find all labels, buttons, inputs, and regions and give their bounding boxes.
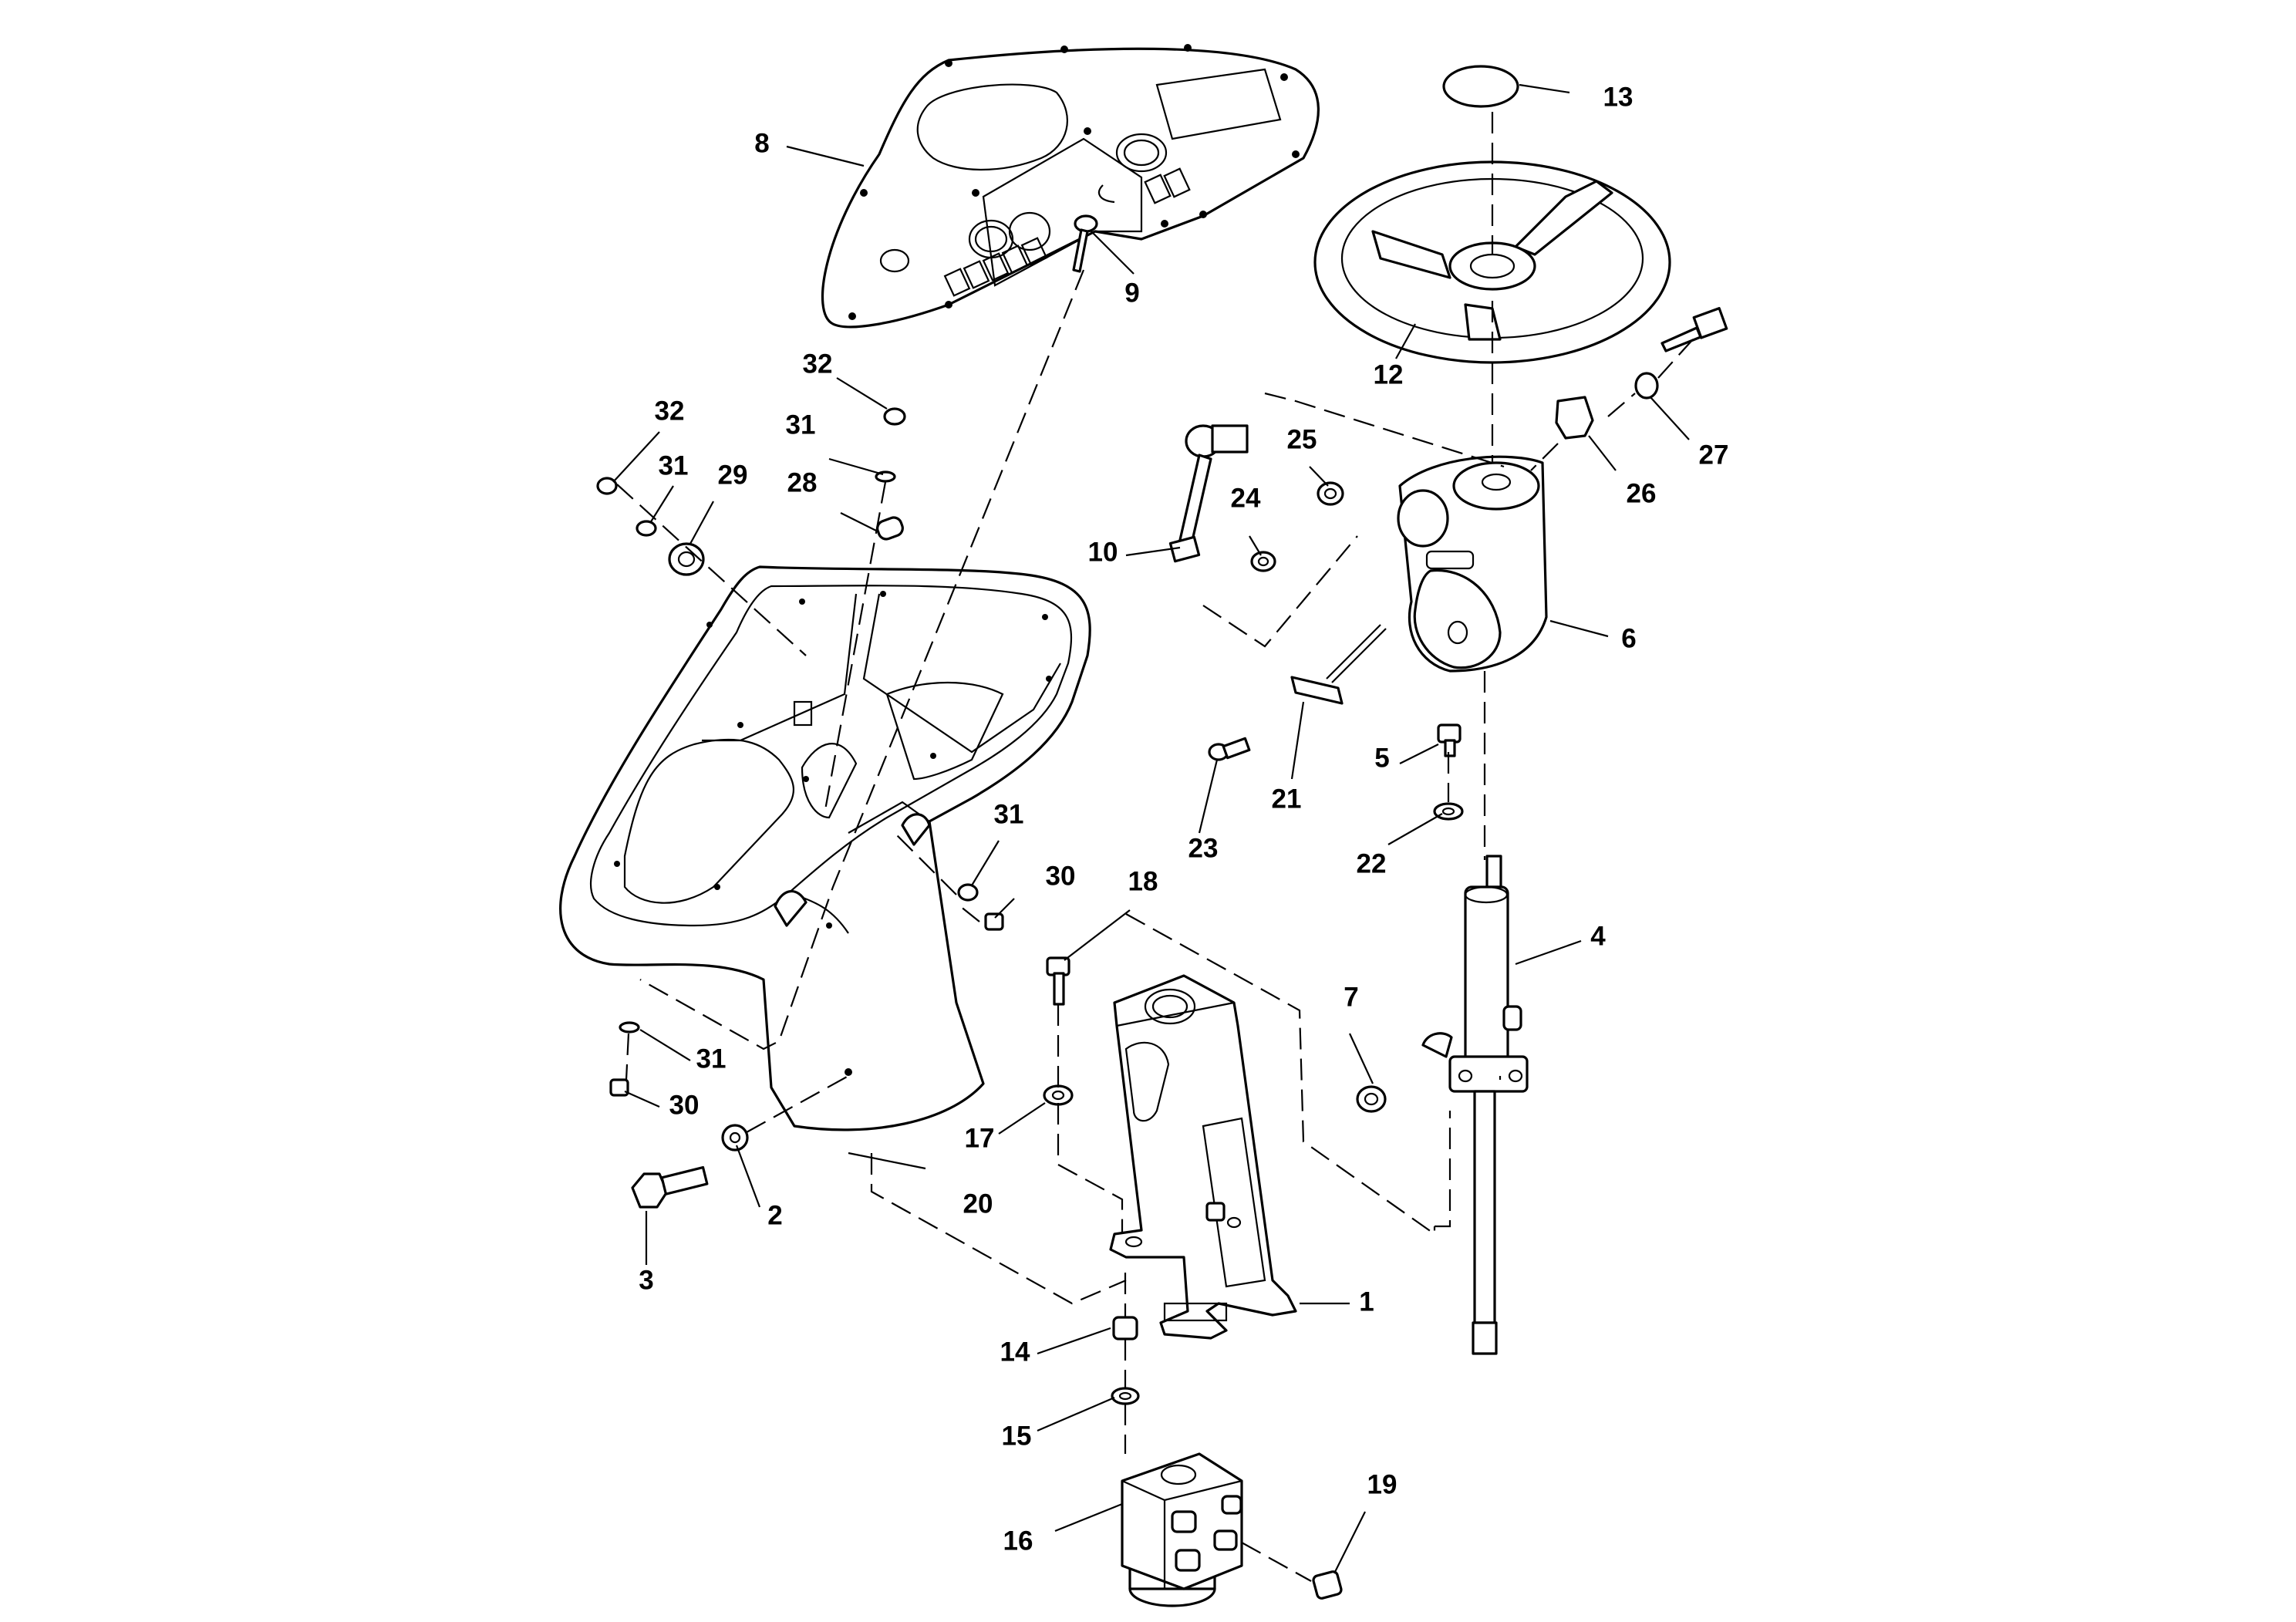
callout-9: 9 — [1124, 278, 1139, 308]
part-4-steering-shaft — [1421, 855, 1529, 1355]
part-20-console-shroud — [559, 565, 1091, 1131]
part-7-nut — [1356, 1085, 1387, 1113]
callout-18: 18 — [1128, 866, 1158, 896]
part-15-washer — [1111, 1387, 1140, 1405]
part-1-support-bracket — [1109, 974, 1297, 1340]
part-29-grommet — [668, 542, 705, 576]
callout-2: 2 — [767, 1200, 782, 1230]
callout-32a: 32 — [803, 349, 833, 379]
callout-31b: 31 — [659, 450, 689, 481]
part-14-bushing — [1112, 1316, 1138, 1340]
callout-32b: 32 — [655, 396, 685, 426]
callout-labels: 1 2 3 4 5 6 7 8 9 10 12 13 14 15 16 17 1… — [639, 82, 1728, 1556]
callout-14: 14 — [1000, 1337, 1030, 1367]
key-icon — [1660, 307, 1728, 352]
part-21-shaft-plate — [1290, 624, 1387, 705]
callout-1: 1 — [1359, 1286, 1374, 1317]
part-26-bezel — [1555, 396, 1594, 440]
part-3-bolt — [631, 1165, 709, 1209]
part-31-washer-left — [636, 520, 657, 537]
callout-27: 27 — [1699, 440, 1729, 470]
part-25-nut — [1317, 481, 1344, 506]
part-28-spring — [876, 516, 904, 541]
part-22-washer — [1433, 802, 1464, 821]
callout-22: 22 — [1357, 848, 1387, 878]
part-9-screw — [1072, 214, 1098, 273]
assembly-dashed-lines — [616, 112, 1694, 1582]
callout-31c: 31 — [994, 799, 1024, 829]
callout-8: 8 — [754, 128, 769, 158]
callout-17: 17 — [965, 1123, 995, 1153]
callout-20: 20 — [963, 1189, 993, 1219]
part-13-cap — [1442, 65, 1519, 108]
part-18-bolt — [1046, 956, 1070, 1006]
part-2-washer — [721, 1124, 749, 1152]
callout-7: 7 — [1344, 982, 1358, 1012]
callout-12: 12 — [1374, 359, 1404, 389]
part-30-screw-right — [984, 912, 1004, 931]
part-10-ignition-switch — [1168, 424, 1249, 563]
callout-6: 6 — [1621, 623, 1636, 653]
callout-23: 23 — [1188, 833, 1219, 863]
part-30-screw-lower — [609, 1078, 629, 1097]
part-5-bolt — [1437, 723, 1462, 757]
callout-4: 4 — [1590, 921, 1606, 951]
callout-19: 19 — [1367, 1469, 1397, 1499]
part-12-steering-wheel — [1313, 160, 1671, 364]
part-8-dashboard-panel — [821, 44, 1320, 329]
part-17-washer — [1043, 1084, 1074, 1106]
part-16-steering-valve — [1121, 1452, 1243, 1607]
callout-10: 10 — [1088, 537, 1118, 567]
callout-28: 28 — [787, 467, 818, 497]
part-27-washer — [1634, 372, 1659, 400]
callout-15: 15 — [1002, 1421, 1032, 1451]
part-31-washer-lower — [619, 1021, 640, 1034]
part-32-nut-left — [596, 477, 618, 495]
callout-16: 16 — [1003, 1526, 1033, 1556]
callout-21: 21 — [1272, 784, 1302, 814]
part-24-washer — [1250, 551, 1276, 572]
callout-31d: 31 — [696, 1044, 727, 1074]
callout-30b: 30 — [669, 1090, 700, 1120]
part-31-washer-right — [957, 883, 979, 902]
callout-5: 5 — [1374, 743, 1389, 773]
callout-13: 13 — [1603, 82, 1633, 112]
part-6-column-housing — [1397, 455, 1548, 673]
part-32-nut-top — [883, 407, 906, 426]
callout-3: 3 — [639, 1265, 653, 1295]
callout-29: 29 — [718, 460, 748, 490]
callout-leader-lines — [612, 83, 1690, 1574]
callout-25: 25 — [1287, 424, 1317, 454]
part-23-screw — [1208, 737, 1251, 761]
callout-31a: 31 — [786, 410, 816, 440]
callout-30a: 30 — [1046, 861, 1076, 891]
part-19-fitting — [1312, 1570, 1343, 1600]
callout-24: 24 — [1231, 483, 1261, 513]
callout-26: 26 — [1627, 478, 1657, 508]
